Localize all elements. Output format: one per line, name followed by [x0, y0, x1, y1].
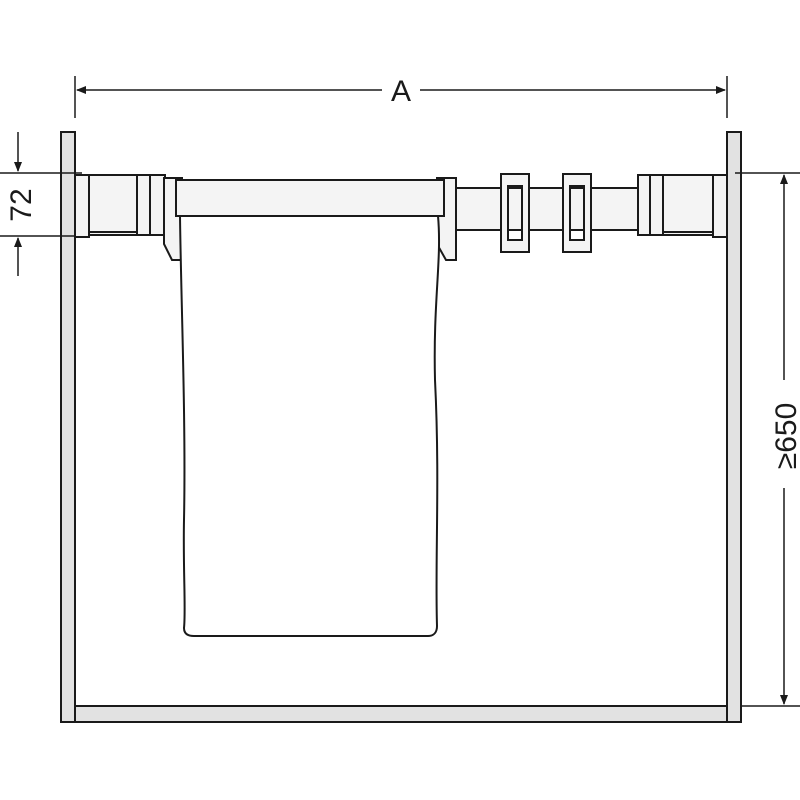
bag-body: [178, 215, 441, 637]
cabinet-carcass: [60, 131, 742, 723]
left-mounting-bracket: [88, 174, 138, 236]
left-side-panel: [60, 131, 76, 723]
rail-height-label: 72: [5, 188, 38, 221]
depth-dimension: [735, 172, 800, 707]
bag-frame-bar: [175, 179, 445, 217]
laundry-bag: [175, 179, 445, 637]
sliding-clip-1: [500, 173, 530, 253]
left-end-plate: [74, 174, 90, 238]
rail-height-dimension: [0, 132, 82, 276]
bottom-panel: [74, 705, 728, 723]
width-dimension: [74, 76, 728, 118]
right-mounting-bracket: [662, 174, 714, 236]
depth-label: ≥650: [770, 403, 800, 470]
right-side-panel: [726, 131, 742, 723]
sliding-clip-2: [562, 173, 592, 253]
width-label: A: [391, 75, 411, 108]
right-end-plate: [712, 174, 728, 238]
